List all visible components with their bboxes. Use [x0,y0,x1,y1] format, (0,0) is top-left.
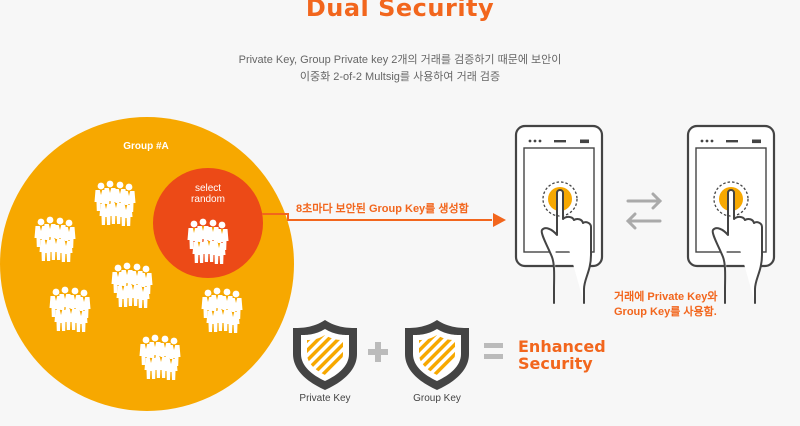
group-key-label: Group Key [413,393,461,404]
shield-icon [405,320,469,390]
page-title: Dual Security [305,0,495,22]
select-label: select [194,183,222,194]
subtitle-line-1: Private Key, Group Private key 2개의 거래를 검… [238,54,562,66]
shield-icon [293,320,357,390]
plus-sign [368,342,388,362]
select-random-label: select random [178,183,238,205]
phones-note-line-1: 거래에 Private Key와 [614,291,718,303]
phones-note: 거래에 Private Key와 Group Key를 사용함. [614,290,717,320]
phones-note-line-2: Group Key를 사용함. [614,306,717,318]
random-label: random [191,194,225,205]
page-subtitle: Private Key, Group Private key 2개의 거래를 검… [0,52,800,86]
equals-sign [484,343,503,359]
subtitle-line-2: 이중화 2-of-2 Multsig를 사용하여 거래 검증 [299,71,501,83]
group-label: Group #A [123,141,169,152]
arrow-label: 8초마다 보안된 Group Key를 생성함 [296,203,469,215]
swap-arrows-icon [625,192,663,230]
private-key-label: Private Key [299,393,351,404]
generate-arrow [262,213,506,227]
enhanced-security-label: Enhanced Security [518,338,606,372]
enhanced-label: Enhanced [518,337,606,356]
select-random-circle [153,168,263,278]
security-label: Security [518,354,593,373]
